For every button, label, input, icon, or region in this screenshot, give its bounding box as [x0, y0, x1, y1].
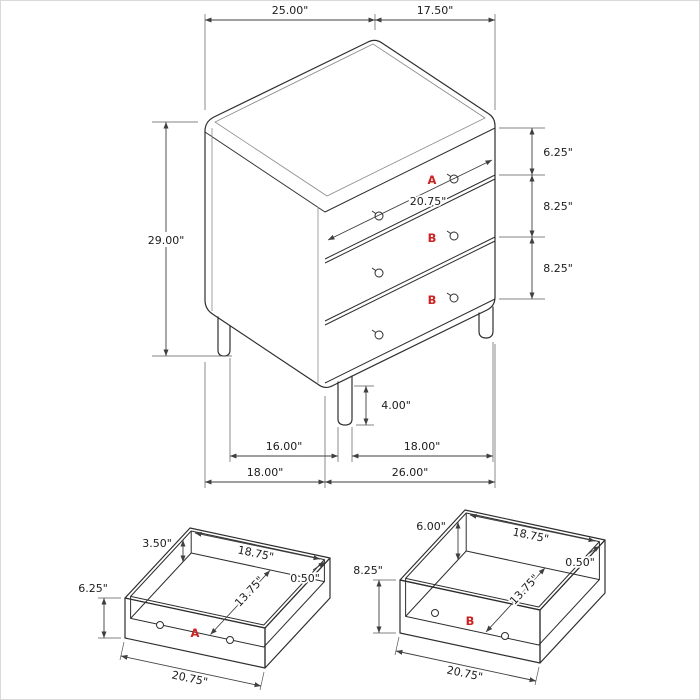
drawer-a-label: A	[191, 626, 200, 640]
chest-outline	[204, 39, 496, 388]
dim-b-front-height: 8.25"	[353, 564, 383, 577]
drawer-b-detail: B 8.25" 6.00" 18.75" 0.50" 13.75" 20.75"	[351, 509, 606, 685]
dim-b-interior-length: 13.75"	[507, 572, 541, 608]
dim-top-width: 25.00"	[272, 4, 309, 17]
drawer-a-interior-bottom	[130, 552, 325, 648]
drawer-a-knob-right	[226, 636, 234, 644]
dim-b-front-width: 20.75"	[445, 663, 483, 683]
drawer-b-knob-right	[501, 632, 509, 640]
chest-leg-front-left	[337, 375, 353, 426]
dim-a-interior-width: 18.75"	[236, 543, 274, 563]
dim-top-depth: 17.50"	[417, 4, 454, 17]
dim-a-front-width: 20.75"	[170, 668, 208, 688]
dim-overall-height: 29.00"	[148, 234, 185, 247]
dim-base-depth: 18.00"	[247, 466, 284, 479]
dim-a-interior-depth: 3.50"	[142, 537, 172, 550]
dim-drawer-front-width: 20.75"	[410, 195, 447, 208]
drawer-a-detail: A 6.25" 3.50" 18.75" 0.50" 13.75" 20.75"	[76, 527, 331, 690]
knob-middle-left	[374, 268, 384, 278]
dim-a-front-height: 6.25"	[78, 582, 108, 595]
dim-leg-span-depth: 16.00"	[266, 440, 303, 453]
dim-b-wall-thickness: 0.50"	[565, 556, 595, 569]
dim-b-interior-depth: 6.00"	[416, 520, 446, 533]
knob-bottom-left	[374, 330, 384, 340]
knob-middle-right	[449, 231, 459, 241]
chest-label-b-middle: B	[428, 231, 437, 245]
chest-leg-back-left	[217, 316, 231, 357]
chest-leg-front-right	[478, 306, 494, 339]
dim-bottom-drawer-height: 8.25"	[543, 262, 573, 275]
chest-label-b-bottom: B	[428, 293, 437, 307]
dim-a-interior-length: 13.75"	[232, 574, 266, 610]
drawer-a-right-face	[264, 557, 331, 669]
drawer-a-knob-left	[156, 621, 164, 629]
dim-base-width: 26.00"	[392, 466, 429, 479]
drawer-b-right-face	[539, 539, 606, 664]
chest-top-inner-contour	[214, 43, 486, 197]
knob-bottom-right	[449, 293, 459, 303]
dim-b-interior-width: 18.75"	[511, 525, 549, 545]
drawer-b-knob-left	[431, 609, 439, 617]
chest-dimensions: 25.00" 17.50" 29.00" 6.25" 8.25" 8.25" 4…	[143, 2, 575, 488]
drawer-b-interior-bottom	[405, 550, 600, 646]
chest-label-a: A	[428, 173, 437, 187]
dim-a-wall-thickness: 0.50"	[290, 572, 320, 585]
chest-isometric-view: A B B 20.75"	[204, 39, 496, 426]
drawer-b-label: B	[466, 614, 475, 628]
chest-top-edge-line	[204, 127, 496, 213]
dim-leg-span-width: 18.00"	[404, 440, 441, 453]
dim-top-drawer-height: 6.25"	[543, 146, 573, 159]
dim-middle-drawer-height: 8.25"	[543, 200, 573, 213]
dim-leg-height: 4.00"	[381, 399, 411, 412]
